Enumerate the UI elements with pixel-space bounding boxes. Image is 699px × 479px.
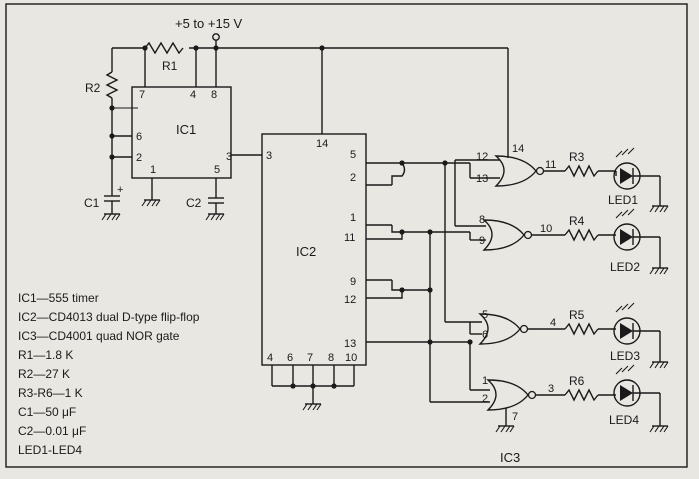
gate3-out: 4 [550, 317, 556, 329]
ic1-box [131, 86, 232, 179]
parts-list: IC1—555 timer IC2—CD4013 dual D-type fli… [18, 291, 200, 457]
parts-list-item: IC3—CD4001 quad NOR gate [18, 329, 180, 343]
ic2-pin-6: 6 [287, 352, 293, 364]
nor-gate-1 [494, 155, 545, 187]
ic1-pin-2: 2 [136, 152, 142, 164]
ground-icon [205, 213, 225, 221]
led-2-icon [613, 208, 641, 251]
ic2-pin-4: 4 [267, 352, 273, 364]
ic1-pin-1: 1 [150, 164, 156, 176]
ic2-pin-9: 9 [350, 276, 356, 288]
ic2-pin-10: 10 [345, 352, 357, 364]
gate4-in-a: 1 [482, 375, 488, 387]
nor-gate-4 [486, 379, 537, 411]
ic1-pin-7: 7 [139, 89, 145, 101]
ic2-pin-14: 14 [316, 138, 328, 150]
diagram-border [5, 3, 688, 468]
gate4-in-b: 2 [482, 393, 488, 405]
gate2-out: 10 [540, 223, 552, 235]
led-3-icon [613, 302, 641, 345]
led4-label: LED4 [609, 413, 639, 427]
ic1-pin-8: 8 [211, 89, 217, 101]
supply-label: +5 to +15 V [175, 16, 243, 31]
resistor-r2 [105, 71, 119, 99]
supply-terminal [212, 33, 220, 41]
led1-label: LED1 [608, 193, 638, 207]
r4-label: R4 [569, 214, 585, 228]
parts-list-item: R2—27 K [18, 367, 70, 381]
ic2-pin-2: 2 [350, 172, 356, 184]
ground-icon [101, 213, 121, 221]
parts-list-item: R1—1.8 K [18, 348, 73, 362]
ground-icon [141, 199, 161, 207]
c1-polarity: + [117, 184, 123, 196]
ic3-pin-7: 7 [512, 411, 518, 423]
led2-label: LED2 [610, 260, 640, 274]
ic2-pin-1: 1 [350, 212, 356, 224]
ic2-pin-12: 12 [344, 294, 356, 306]
r5-label: R5 [569, 308, 585, 322]
ic3-label: IC3 [500, 450, 520, 465]
nor-gate-3 [478, 313, 529, 345]
r1-label: R1 [162, 59, 178, 73]
ground-icon [649, 267, 669, 275]
ic2-pin-13: 13 [344, 338, 356, 350]
ic1-pin-5: 5 [214, 164, 220, 176]
resistor-r5 [564, 322, 599, 336]
ground-icon [302, 403, 322, 411]
ic2-pin-7: 7 [307, 352, 313, 364]
ic2-box [261, 133, 367, 366]
ground-icon [649, 425, 669, 433]
ic1-pin-6: 6 [136, 131, 142, 143]
gate1-out: 11 [545, 159, 556, 171]
ic2-pin-11: 11 [344, 232, 355, 244]
ic2-pin-8: 8 [328, 352, 334, 364]
ic1-label: IC1 [176, 122, 196, 137]
r3-label: R3 [569, 150, 585, 164]
resistor-r3 [564, 164, 599, 178]
ic1-pin-4: 4 [190, 89, 196, 101]
parts-list-item: C2—0.01 μF [18, 424, 86, 438]
gate3-in-b: 6 [482, 329, 488, 341]
ground-icon [649, 361, 669, 369]
parts-list-item: R3-R6—1 K [18, 386, 83, 400]
parts-list-item: IC1—555 timer [18, 291, 99, 305]
gate4-out: 3 [548, 383, 554, 395]
resistor-r1 [144, 41, 184, 55]
gate3-in-a: 5 [482, 309, 488, 321]
parts-list-item: IC2—CD4013 dual D-type flip-flop [18, 310, 200, 324]
gate1-in-b: 13 [476, 173, 488, 185]
ic1-pin-3: 3 [226, 151, 232, 163]
ic2-pin-3: 3 [266, 150, 272, 162]
c2-label: C2 [186, 196, 202, 210]
r2-label: R2 [85, 81, 101, 95]
led-4-icon [613, 364, 641, 407]
parts-list-item: LED1-LED4 [18, 443, 82, 457]
gate2-in-b: 9 [479, 235, 485, 247]
nor-gate-2 [482, 219, 533, 251]
ic2-pin-5: 5 [350, 149, 356, 161]
ic2-label: IC2 [296, 244, 316, 259]
parts-list-item: C1—50 μF [18, 405, 76, 419]
ground-icon [495, 425, 515, 433]
led3-label: LED3 [610, 349, 640, 363]
c1-label: C1 [84, 196, 100, 210]
gate2-in-a: 8 [479, 214, 485, 226]
ic3-pin-14: 14 [512, 143, 524, 155]
r6-label: R6 [569, 374, 585, 388]
ground-icon [649, 205, 669, 213]
led-1-icon [613, 147, 641, 190]
resistor-r6 [564, 388, 599, 402]
resistor-r4 [564, 228, 599, 242]
gate1-in-a: 12 [476, 151, 488, 163]
